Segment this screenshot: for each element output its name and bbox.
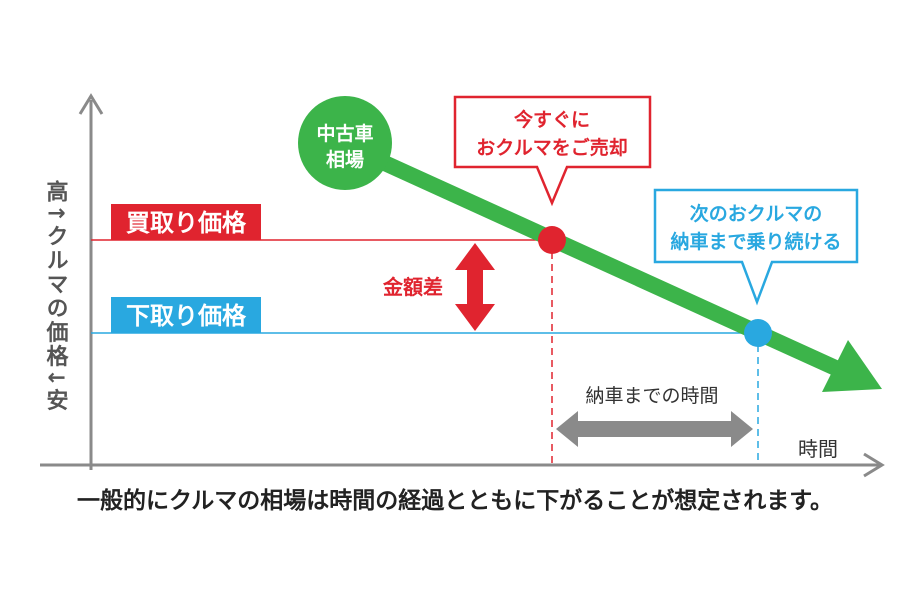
used-car-market-circle: [298, 96, 392, 190]
caption: 一般的にクルマの相場は時間の経過とともに下がることが想定されます。: [77, 487, 833, 514]
difference-label: 金額差: [382, 275, 443, 299]
y-axis-label: 高↑クルマの価格↓安: [43, 179, 70, 413]
market-trend-arrowhead: [822, 340, 882, 392]
sell-now-line2: おクルマをご売却: [476, 136, 627, 159]
buy-price-box: [111, 204, 261, 240]
x-axis-label: 時間: [798, 437, 838, 461]
difference-arrow: [455, 243, 495, 331]
sell-now-callout: [453, 95, 652, 207]
trade-in-price-box: [111, 297, 261, 333]
buy-price-label: 買取り価格: [126, 209, 247, 237]
keep-driving-line2: 納車まで乗り続ける: [670, 230, 841, 253]
used-car-market-label-line2: 相場: [326, 149, 364, 171]
trade-in-price-label: 下取り価格: [126, 302, 247, 330]
y-axis-arrowhead: [78, 93, 104, 115]
delivery-wait-label: 納車までの時間: [585, 385, 718, 407]
keep-driving-point: [744, 319, 772, 347]
delivery-wait-arrow: [556, 411, 753, 447]
x-axis-arrowhead: [863, 452, 885, 478]
used-car-market-label-line1: 中古車: [316, 122, 373, 145]
sell-now-point: [538, 226, 566, 254]
sell-now-line1: 今すぐに: [513, 108, 590, 131]
keep-driving-line1: 次のおクルマの: [690, 202, 822, 225]
keep-driving-callout: [653, 188, 859, 306]
